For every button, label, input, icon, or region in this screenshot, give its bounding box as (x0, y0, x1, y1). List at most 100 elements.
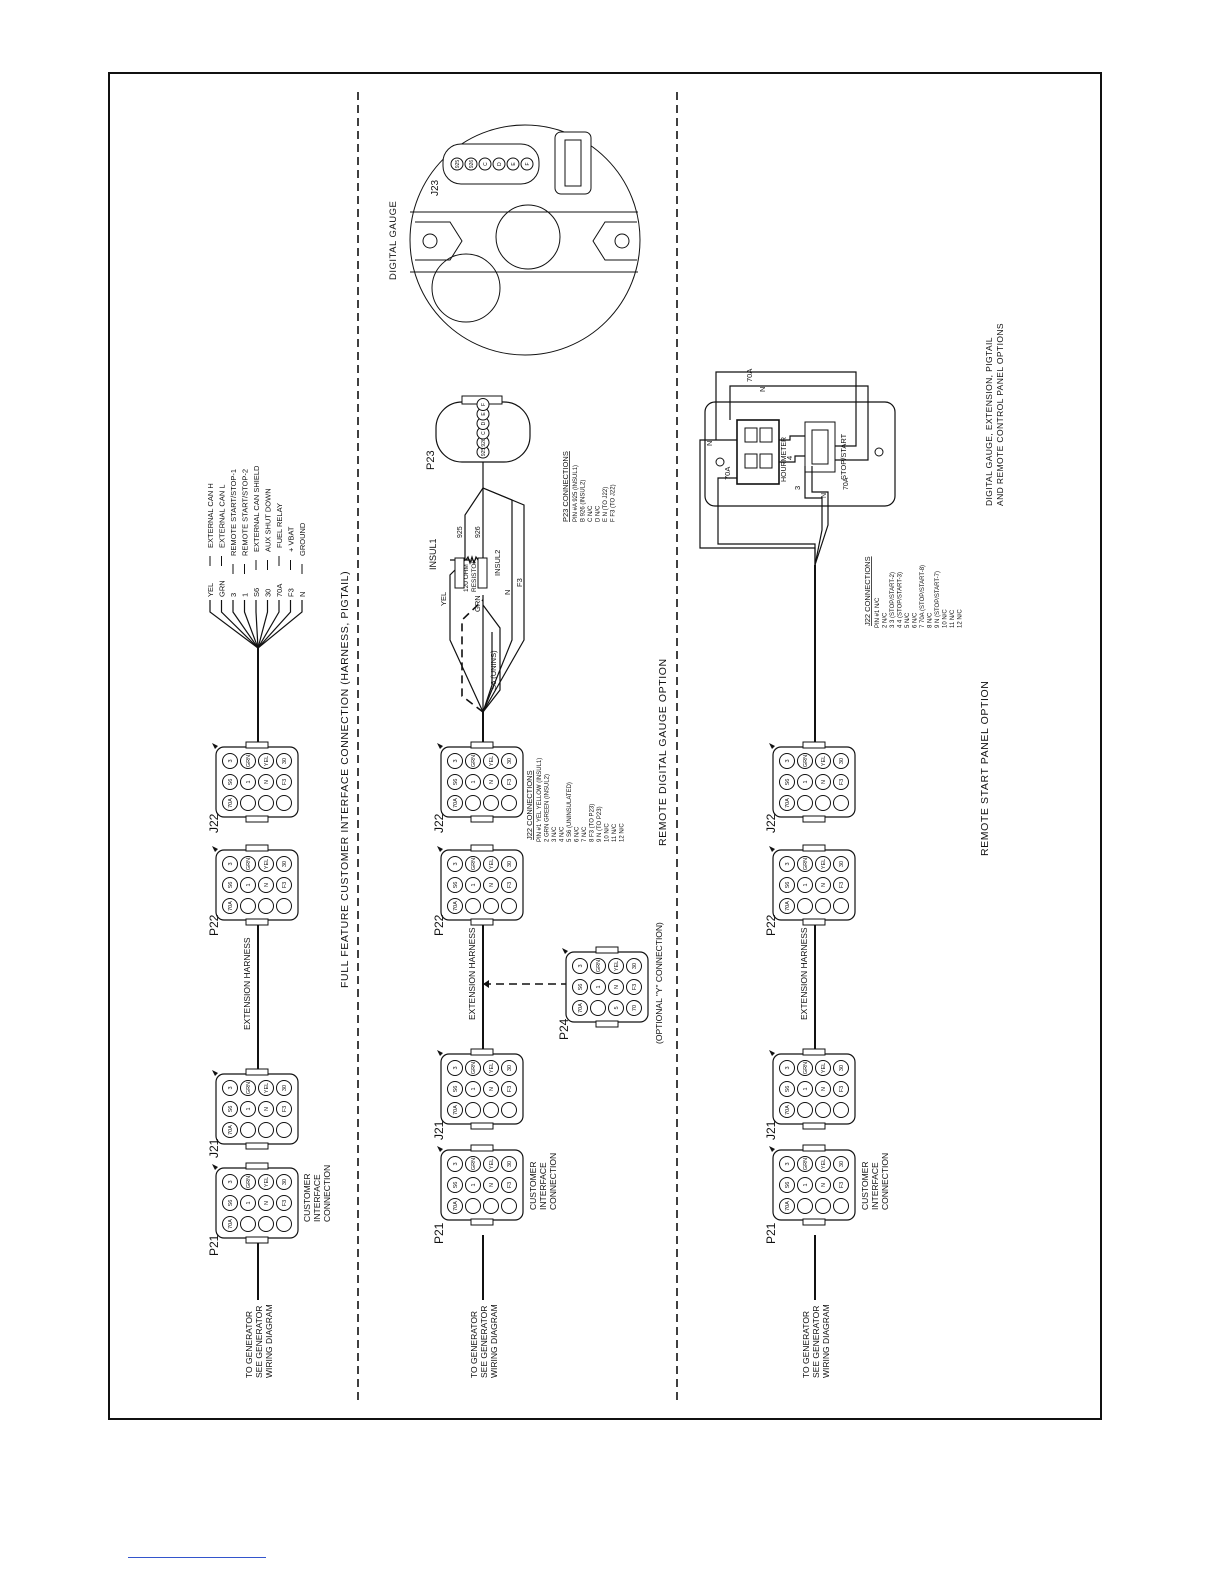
pigtail-description: EXTERNAL CAN L (218, 485, 227, 549)
pin (465, 1198, 481, 1214)
pin (833, 877, 849, 893)
harness-label: EXTENSION HARNESS (467, 927, 477, 1020)
connection-row: 2 GRN GREEN (INSUL2) (545, 774, 551, 842)
pin-label: N (489, 1183, 495, 1187)
pin-label: 70A (785, 798, 791, 808)
pin (465, 1156, 481, 1172)
pin-label: S6 (228, 779, 234, 786)
pin (276, 795, 292, 811)
connection-row: PIN #1 N/C (875, 597, 881, 628)
pigtail-wire-label: 70A (275, 584, 284, 597)
hourmeter-label: HOURMETER (781, 437, 788, 482)
connector-key-mark (769, 1146, 775, 1152)
pin-label: 30 (839, 1065, 845, 1071)
pin (276, 1080, 292, 1096)
pin-label: N (264, 883, 270, 887)
pin (240, 898, 256, 914)
pin-label: 925 (455, 160, 461, 169)
pin (450, 157, 464, 171)
p21-label: P21 (207, 1234, 221, 1256)
connector-latch (245, 918, 269, 926)
pin (572, 1000, 588, 1016)
customer-interface-label: CUSTOMER INTERFACE CONNECTION (302, 1165, 332, 1222)
to-generator-label: TO GENERATOR SEE GENERATOR WIRING DIAGRA… (469, 1303, 499, 1378)
pin (590, 958, 606, 974)
pin-label: F3 (282, 1106, 288, 1112)
pin-label: 70A (453, 798, 459, 808)
p22-label: P22 (764, 914, 778, 936)
pin (447, 774, 463, 790)
insul2-label: INSUL2 (493, 550, 502, 576)
pin (815, 1060, 831, 1076)
pin-label: 30 (282, 1085, 288, 1091)
pin-label: 3 (228, 1180, 234, 1183)
pin (240, 1080, 256, 1096)
pin (833, 1198, 849, 1214)
wire-926-label: 926 (475, 526, 482, 538)
pigtail-wire (257, 600, 280, 649)
connection-row: 2 N/C (883, 612, 889, 628)
pin (478, 157, 492, 171)
harness-label: EXTENSION HARNESS (242, 937, 252, 1030)
pin-label: E (481, 412, 487, 416)
pin (797, 1177, 813, 1193)
pin (501, 795, 517, 811)
pin (465, 1060, 481, 1076)
connection-row: F F3 (TO J22) (611, 484, 617, 522)
pin-label: S6 (453, 1086, 459, 1093)
pin (797, 877, 813, 893)
section-title: FULL FEATURE CUSTOMER INTERFACE CONNECTI… (339, 571, 351, 988)
connector-latch (470, 1144, 494, 1152)
pin-label: N (264, 1201, 270, 1205)
connector-latch (470, 741, 494, 749)
pin (815, 1198, 831, 1214)
pigtail-wire-label: YEL (206, 583, 215, 597)
to-generator-label: TO GENERATOR SEE GENERATOR WIRING DIAGRA… (244, 1303, 274, 1378)
wire-f3-label: F3 (515, 578, 524, 587)
pin (626, 979, 642, 995)
customer-interface-label: CUSTOMER INTERFACE CONNECTION (860, 1153, 890, 1210)
pin-label: YEL (264, 859, 270, 869)
wire-n-label: N (758, 387, 767, 392)
wire-n-label: N (821, 493, 828, 498)
wire-925 (464, 487, 484, 560)
connection-row: 3 3 (STOP/START-2) (890, 572, 896, 628)
pin (483, 898, 499, 914)
connection-row: E N (TO J22) (603, 487, 609, 522)
connection-row: 5 S6 (UNINSULATED) (567, 782, 573, 842)
wire-s6 (482, 604, 501, 713)
pin-label: 30 (507, 1065, 513, 1071)
insul2-box (477, 557, 488, 589)
pin-label: 3 (453, 862, 459, 865)
pin-label: YEL (821, 1063, 827, 1073)
pin-label: 70A (453, 901, 459, 911)
p23-label: P23 (425, 450, 437, 470)
connector-latch (470, 918, 494, 926)
pin (483, 1156, 499, 1172)
pin-label: 70A (785, 1105, 791, 1115)
j22-label: J22 (432, 813, 446, 833)
pin-label: 1 (803, 1183, 809, 1186)
pin (501, 1198, 517, 1214)
pin (501, 1060, 517, 1076)
pin-label: 30 (282, 861, 288, 867)
connection-row: 11 N/C (612, 823, 618, 842)
s6-label: S6 (UNINS) (489, 650, 498, 690)
pin (258, 1101, 274, 1117)
pin-label: F3 (839, 779, 845, 785)
pin (815, 877, 831, 893)
pigtail-description: REMOTE START/STOP-1 (229, 469, 238, 556)
pigtail-description: GROUND (298, 522, 307, 556)
connection-row: 12 N/C (958, 609, 964, 628)
pin (797, 1198, 813, 1214)
pigtail-wire-label: 1 (241, 593, 250, 597)
connector-latch (245, 1068, 269, 1076)
pigtail-wire (257, 600, 269, 649)
